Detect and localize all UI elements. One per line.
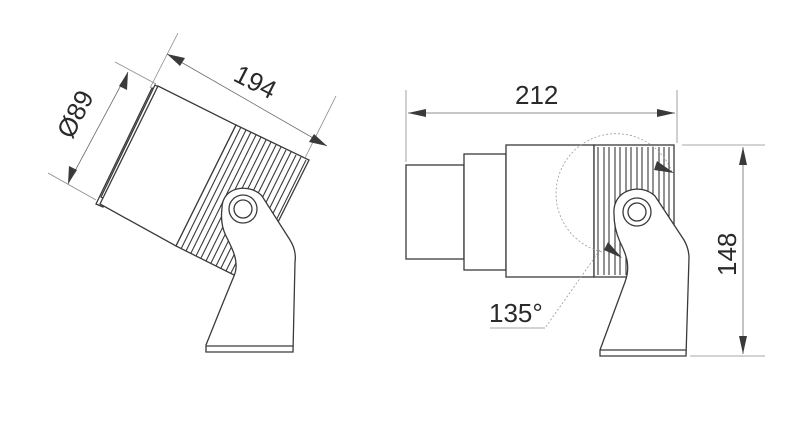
dimension-148-label: 148 (712, 233, 742, 276)
tilted-bracket (205, 187, 296, 353)
side-middle-ring (463, 153, 507, 271)
dimension-148: 148 (682, 144, 765, 357)
side-bracket (599, 188, 690, 357)
rotation-arc-135 (555, 133, 673, 253)
dimension-angle-label: 135° (489, 298, 543, 328)
arc-arrow-top (654, 161, 674, 173)
side-pivot-inner (627, 202, 647, 222)
arc-arrow-bottom (604, 242, 622, 258)
tilted-pivot-inner (233, 199, 253, 219)
dimension-diameter-label: Ø89 (51, 85, 100, 142)
side-rear-cap (405, 164, 465, 260)
side-view: 135° 212 148 (405, 80, 765, 357)
side-housing (505, 144, 595, 278)
dimension-194-label: 194 (229, 59, 281, 105)
dimension-212-label: 212 (515, 80, 558, 110)
dimension-212: 212 (405, 80, 678, 162)
tilted-view: 194 Ø89 (47, 32, 337, 353)
